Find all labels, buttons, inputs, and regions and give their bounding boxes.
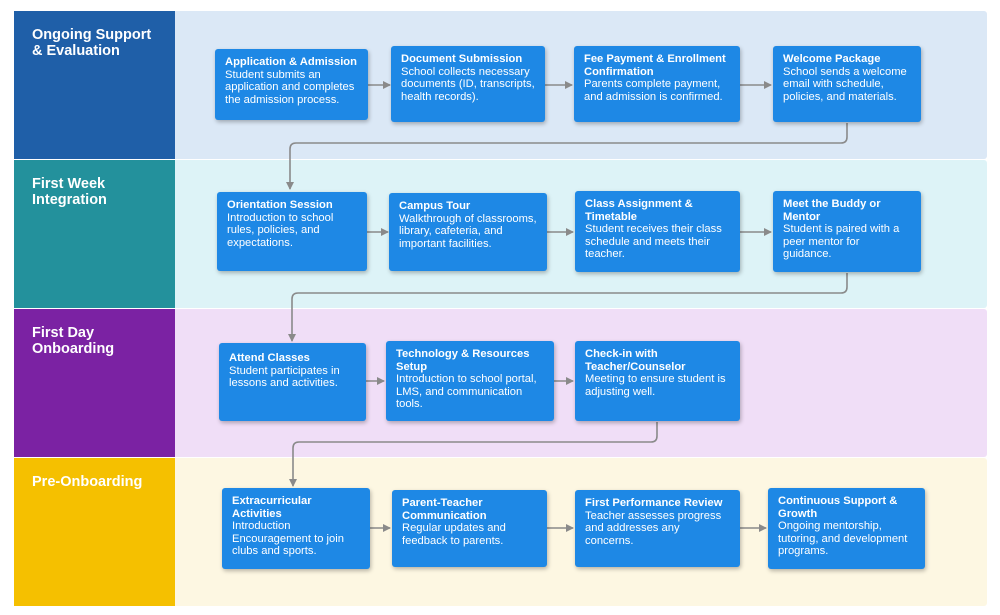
lane-header-pre-onboarding: Pre-Onboarding — [14, 458, 175, 606]
connector-arrow — [288, 273, 848, 342]
step-card-application-admission[interactable]: Application & Admission Student submits … — [215, 49, 368, 120]
step-description: Walkthrough of classrooms, library, cafe… — [399, 212, 537, 250]
step-title: Class Assignment & Timetable — [585, 198, 693, 223]
step-card-technology-setup[interactable]: Technology & Resources Setup Introductio… — [386, 341, 554, 421]
step-card-parent-teacher[interactable]: Parent-Teacher Communication Regular upd… — [392, 490, 547, 567]
step-description: Regular updates and feedback to parents. — [402, 522, 506, 547]
step-description: Introduction to school rules, policies, … — [227, 211, 334, 249]
lane-header-ongoing-support: Ongoing Support & Evaluation — [14, 11, 175, 159]
lane-title-first-week: First Week Integration — [32, 176, 107, 208]
step-title: Document Submission — [401, 53, 523, 65]
lane-title-pre-onboarding: Pre-Onboarding — [32, 474, 143, 490]
step-card-extracurricular[interactable]: Extracurricular Activities Introduction … — [222, 488, 370, 569]
step-title: Check-in with Teacher/Counselor — [585, 348, 686, 373]
step-card-class-assignment[interactable]: Class Assignment & Timetable Student rec… — [575, 191, 740, 272]
step-description: School collects necessary documents (ID,… — [401, 65, 535, 103]
step-description: Student submits an application and compl… — [225, 68, 355, 106]
step-description: School sends a welcome email with schedu… — [783, 65, 907, 103]
step-card-fee-payment[interactable]: Fee Payment & Enrollment Confirmation Pa… — [574, 46, 740, 122]
step-description: Ongoing mentorship, tutoring, and develo… — [778, 520, 908, 557]
step-description: Teacher assesses progress and addresses … — [585, 509, 722, 547]
step-title: Application & Admission — [225, 56, 357, 68]
step-card-welcome-package[interactable]: Welcome Package School sends a welcome e… — [773, 46, 921, 122]
step-title: Fee Payment & Enrollment Confirmation — [584, 53, 726, 78]
step-title: Campus Tour — [399, 200, 471, 212]
step-title: Technology & Resources Setup — [396, 348, 530, 373]
lane-header-first-week: First Week Integration — [14, 160, 175, 308]
connector-arrow — [286, 123, 848, 190]
lane-title-first-day: First Day Onboarding — [32, 325, 115, 357]
step-title: Attend Classes — [229, 352, 310, 364]
step-title: Welcome Package — [783, 53, 881, 65]
step-description: Student participates in lessons and acti… — [229, 364, 340, 390]
lane-title-ongoing-support: Ongoing Support & Evaluation — [32, 27, 152, 59]
lane-header-first-day: First Day Onboarding — [14, 309, 175, 457]
step-title: Continuous Support & Growth — [778, 495, 898, 520]
connector-arrow — [289, 422, 658, 487]
step-card-meet-buddy[interactable]: Meet the Buddy or Mentor Student is pair… — [773, 191, 921, 272]
step-title: Orientation Session — [227, 199, 333, 211]
step-title: Parent-Teacher Communication — [402, 497, 487, 522]
step-title: Meet the Buddy or Mentor — [783, 198, 881, 223]
step-card-campus-tour[interactable]: Campus Tour Walkthrough of classrooms, l… — [389, 193, 547, 271]
step-card-orientation-session[interactable]: Orientation Session Introduction to scho… — [217, 192, 367, 271]
step-description: Introduction to school portal, LMS, and … — [396, 373, 537, 410]
step-description: Parents complete payment, and admission … — [584, 78, 723, 103]
step-card-check-in[interactable]: Check-in with Teacher/Counselor Meeting … — [575, 341, 740, 421]
step-title: Extracurricular Activities — [232, 495, 312, 520]
step-card-document-submission[interactable]: Document Submission School collects nece… — [391, 46, 545, 122]
step-card-performance-review[interactable]: First Performance Review Teacher assesse… — [575, 490, 740, 567]
step-card-continuous-support[interactable]: Continuous Support & Growth Ongoing ment… — [768, 488, 925, 569]
step-description: Meeting to ensure student is adjusting w… — [585, 373, 726, 398]
step-title: First Performance Review — [585, 497, 723, 509]
step-description: Introduction Encouragement to join clubs… — [232, 520, 344, 557]
step-description: Student receives their class schedule an… — [585, 223, 722, 260]
step-description: Student is paired with a peer mentor for… — [783, 223, 900, 260]
step-card-attend-classes[interactable]: Attend Classes Student participates in l… — [219, 343, 366, 421]
